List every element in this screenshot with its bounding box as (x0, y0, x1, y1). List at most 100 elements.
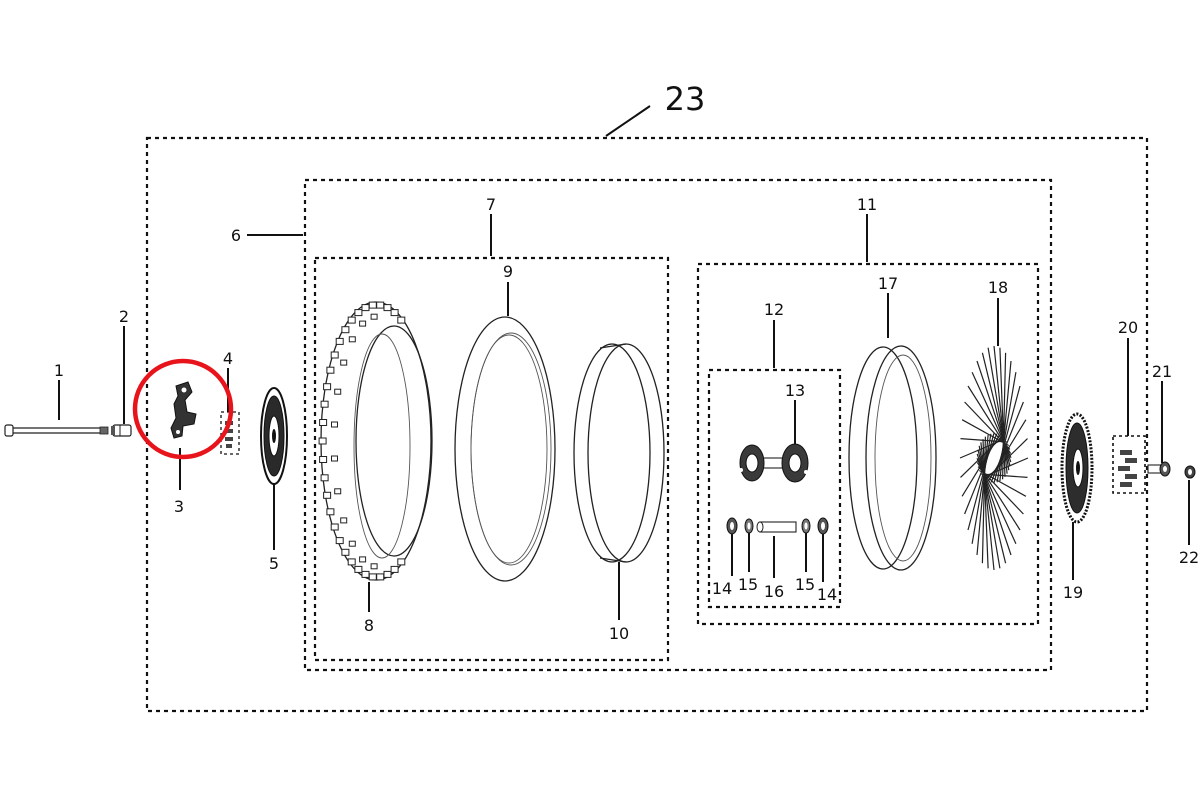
tire-knob (330, 351, 339, 359)
tire-knob (370, 313, 378, 320)
tire-knob (331, 421, 338, 428)
label-22: 22 (1179, 548, 1199, 567)
tire-knob (320, 400, 329, 408)
tire-knob (341, 548, 350, 556)
tire-knob (397, 558, 406, 566)
tire-knob (334, 388, 342, 395)
label-23: 23 (665, 80, 706, 118)
spoke (979, 469, 1027, 497)
label-19: 19 (1063, 583, 1083, 602)
spoke (1002, 352, 1007, 480)
tire-knob (347, 316, 356, 324)
tire-knob (376, 301, 385, 309)
tire-knob (331, 455, 338, 462)
label-14a: 14 (712, 579, 732, 598)
spoke (959, 438, 1006, 459)
sprocket-part-19 (1060, 412, 1094, 524)
bolts-part-20 (1118, 450, 1137, 487)
spacer-part-2 (111, 424, 132, 437)
label-8: 8 (364, 616, 374, 635)
tire-knob (319, 419, 328, 426)
label-13: 13 (785, 381, 805, 400)
spoke (981, 436, 986, 564)
label-15b: 15 (795, 575, 815, 594)
spoke (985, 438, 1028, 480)
tire-knob (370, 563, 378, 570)
label-15a: 15 (738, 575, 758, 594)
tire-knob (334, 488, 342, 495)
tire-knob (361, 304, 370, 312)
spoke (996, 372, 1017, 483)
tire-knob (383, 570, 392, 578)
rim-box-11 (696, 262, 1040, 626)
label-2: 2 (119, 307, 129, 326)
tire-knob (383, 304, 392, 312)
hub-part-13 (739, 443, 809, 483)
label-18: 18 (988, 278, 1008, 297)
tire-knob (326, 366, 335, 374)
tire-knob (319, 456, 328, 463)
tire-knob (341, 326, 350, 334)
label-6: 6 (231, 226, 241, 245)
caliper-bracket-part-3 (170, 381, 197, 439)
spokes-part-18 (959, 345, 1029, 571)
bearings-spacers-parts-14-15-16 (726, 517, 829, 535)
assembly-box-23 (145, 136, 1149, 713)
tire-knob (326, 508, 335, 516)
label-1: 1 (54, 361, 64, 380)
label-9: 9 (503, 262, 513, 281)
bolt-box-20 (1112, 435, 1146, 494)
label-17: 17 (878, 274, 898, 293)
tire-box-7 (313, 256, 670, 662)
label-3: 3 (174, 497, 184, 516)
tire-knob (335, 537, 344, 545)
tire-knob (323, 383, 332, 391)
label-16: 16 (764, 582, 784, 601)
rim-part-17 (848, 345, 937, 571)
axle-part-1 (4, 424, 109, 437)
rim-strip-part-10 (573, 343, 665, 563)
label-10: 10 (609, 624, 629, 643)
tire-knob (340, 517, 348, 524)
label-14b: 14 (817, 585, 837, 604)
label-20: 20 (1118, 318, 1138, 337)
tire-knob (368, 573, 377, 581)
tire-knob (348, 540, 356, 547)
label-11: 11 (857, 195, 877, 214)
spoke (960, 438, 1007, 443)
tire-knob (347, 558, 356, 566)
tire-knob (390, 309, 399, 317)
tire-knob (335, 337, 344, 345)
wheel-box-6 (303, 178, 1053, 672)
tire-knob (320, 474, 329, 482)
tire-knob (348, 336, 356, 343)
label-5: 5 (269, 554, 279, 573)
spacer-part-21 (1147, 461, 1171, 477)
inner-tube-part-9 (454, 316, 556, 582)
spoke (987, 347, 1010, 471)
tire-knob (340, 359, 348, 366)
tire-knob (323, 491, 332, 499)
label-4: 4 (223, 349, 233, 368)
highlight-circle (132, 358, 234, 460)
tire-knob (361, 570, 370, 578)
brake-disc-part-5 (260, 387, 288, 485)
spoke (976, 434, 989, 556)
tire-knob (397, 316, 406, 324)
spoke (971, 433, 992, 544)
label-7: 7 (486, 195, 496, 214)
label-12: 12 (764, 300, 784, 319)
tire-knob (376, 573, 385, 581)
hub-box-12 (707, 368, 842, 609)
tire-knob (390, 565, 399, 573)
spoke (980, 442, 995, 571)
tire-knob (359, 556, 367, 563)
tire-knob (359, 320, 367, 327)
spoke (961, 419, 1009, 447)
tire-knob (354, 309, 363, 317)
tire-knob (318, 437, 327, 445)
tire-knob (330, 523, 339, 531)
axle-nut-part-22 (1184, 465, 1196, 479)
tire-knob (354, 565, 363, 573)
